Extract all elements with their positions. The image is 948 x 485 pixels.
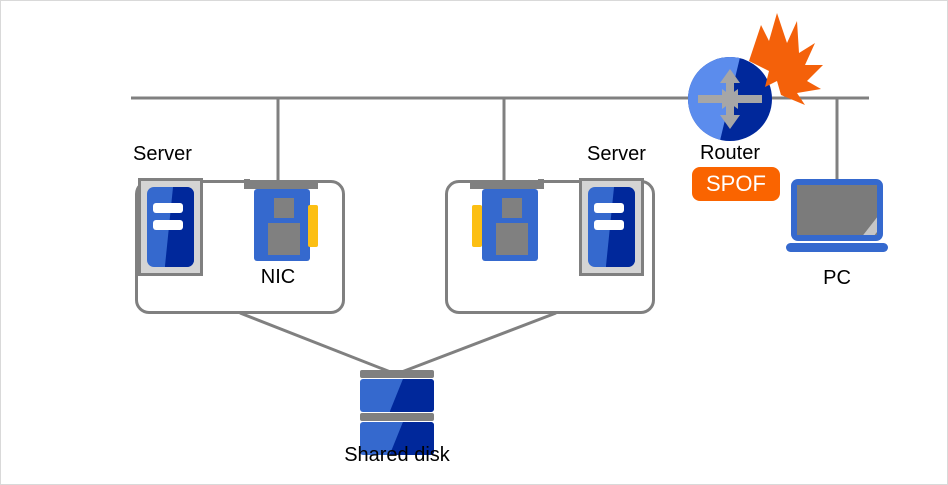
status-badge-spof[interactable]: SPOF [692,167,780,201]
nic-chip-small [502,198,522,218]
nic-bracket-tab [538,179,544,189]
nic-icon[interactable] [242,179,322,263]
shared-disk-icon[interactable] [360,370,434,455]
nic-connector-tab [308,205,318,247]
nic-chip-large [496,223,528,255]
nic-card [254,189,310,261]
router-icon[interactable] [688,57,772,141]
server-icon-body [147,187,194,267]
nic-chip-large [268,223,300,255]
server-right-label: Server [587,143,646,165]
nic-chip-small [274,198,294,218]
server-icon[interactable] [579,178,644,276]
laptop-lid [791,179,883,241]
link-server-right-to-disk [398,311,557,375]
nic-connector-tab [472,205,482,247]
server-icon-bar-top [594,203,625,214]
shared-disk-label: Shared disk [344,444,450,466]
server-icon-bar-top [153,203,184,214]
nic-label: NIC [260,266,296,288]
server-icon-bar-bottom [153,219,184,231]
nic-bracket [470,183,544,189]
server-icon-bar-bottom [594,219,625,231]
router-label: Router [699,142,761,164]
disk-block-bottom [360,422,434,455]
server-left-label: Server [133,143,192,165]
server-left-group[interactable] [135,180,345,314]
nic-card [482,189,538,261]
disk-block-top [360,379,434,412]
disk-bar-top [360,370,434,378]
link-server-left-to-disk [239,311,394,375]
laptop-icon[interactable] [786,179,888,253]
lightning-burst-icon [749,13,823,105]
laptop-screen [797,185,877,235]
nic-icon[interactable] [468,179,548,263]
nic-bracket [244,183,318,189]
disk-block-shade [389,379,434,412]
server-icon-body [588,187,635,267]
router-arrows-icon [698,69,762,129]
disk-bar-middle [360,413,434,421]
laptop-base [786,243,888,252]
screen-glint [833,209,877,235]
server-icon[interactable] [138,178,203,276]
pc-label: PC [823,267,851,289]
server-right-group[interactable] [445,180,655,314]
nic-bracket-tab [244,179,250,189]
